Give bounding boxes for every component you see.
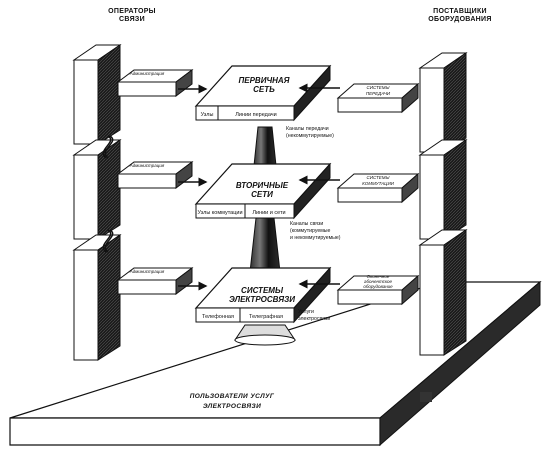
svg-text:Каналы передачи: Каналы передачи: [286, 126, 329, 132]
users-base-platform: ПОЛЬЗОВАТЕЛИ УСЛУГ ЭЛЕКТРОСВЯЗИ: [9, 280, 542, 447]
svg-text:СИСТЕМЫ: СИСТЕМЫ: [241, 286, 284, 295]
level-2-cell-2: Линии и сети: [252, 210, 285, 216]
level-2-platform: ВТОРИЧНЫЕ СЕТИ Узлы коммутации Линии и с…: [194, 162, 332, 220]
level-2-left-box: Администрация: [116, 161, 194, 189]
level-1: Администрация ПЕРВИЧНАЯ СЕТЬ Узлы Линии …: [116, 64, 420, 139]
level-2: Администрация ВТОРИЧНЫЕ СЕТИ Узлы коммут…: [116, 161, 420, 241]
svg-text:электросвязи: электросвязи: [298, 316, 330, 322]
svg-text:СЕТИ: СЕТИ: [251, 190, 273, 199]
left-wall-3: [72, 234, 122, 361]
level-1-cell-1: Узлы: [201, 112, 214, 118]
level-3-cell-1: Телефонная: [202, 314, 234, 320]
svg-text:Каналы связи: Каналы связи: [290, 221, 323, 227]
level-3-cell-2: Телеграфная: [249, 314, 283, 320]
level-3-platform: СИСТЕМЫ ЭЛЕКТРОСВЯЗИ Телефонная Телеграф…: [194, 266, 332, 324]
svg-text:ПОСТАВЩИКИ: ПОСТАВЩИКИ: [433, 8, 487, 15]
svg-text:ПЕРЕДАЧИ: ПЕРЕДАЧИ: [366, 91, 391, 96]
svg-text:ОБОРУДОВАНИЯ: ОБОРУДОВАНИЯ: [428, 16, 491, 23]
svg-text:СЕТЬ: СЕТЬ: [253, 85, 275, 94]
svg-text:СИСТЕМЫ: СИСТЕМЫ: [366, 175, 389, 180]
svg-text:Оконечное: Оконечное: [367, 274, 390, 279]
svg-text:КОММУТАЦИИ: КОММУТАЦИИ: [362, 181, 395, 186]
left-wall-1: [72, 44, 122, 145]
svg-text:Администрация: Администрация: [129, 163, 165, 168]
level-1-platform: ПЕРВИЧНАЯ СЕТЬ Узлы Линии передачи: [194, 64, 332, 122]
base-label-line1: ПОЛЬЗОВАТЕЛИ УСЛУГ: [190, 393, 275, 400]
level-3-left-box: Администрация: [116, 267, 194, 295]
svg-text:и некоммутируемые): и некоммутируемые): [290, 235, 341, 241]
right-column-header: ПОСТАВЩИКИ ОБОРУДОВАНИЯ: [428, 8, 491, 23]
right-wall-1: [418, 52, 468, 153]
svg-text:(коммутируемые: (коммутируемые: [290, 228, 331, 234]
level-3: Администрация СИСТЕМЫ ЭЛЕКТРОСВЯЗИ Телеф…: [116, 266, 420, 324]
svg-text:оборудование: оборудование: [363, 284, 393, 289]
level-2-caption: Каналы связи (коммутируемые и некоммутир…: [290, 221, 341, 241]
pillar-lower: [234, 324, 296, 346]
svg-text:ВТОРИЧНЫЕ: ВТОРИЧНЫЕ: [236, 181, 289, 190]
right-wall-3: [418, 229, 468, 356]
svg-text:ПЕРВИЧНАЯ: ПЕРВИЧНАЯ: [238, 76, 289, 85]
svg-text:Услуги: Услуги: [298, 309, 314, 315]
left-column-header: ОПЕРАТОРЫ СВЯЗИ: [108, 8, 156, 23]
svg-text:Администрация: Администрация: [129, 71, 165, 76]
svg-text:СВЯЗИ: СВЯЗИ: [119, 16, 145, 23]
level-1-left-box: Администрация: [116, 69, 194, 97]
level-2-right-box: СИСТЕМЫ КОММУТАЦИИ: [336, 172, 420, 204]
level-1-right-box: СИСТЕМЫ ПЕРЕДАЧИ: [336, 82, 420, 114]
level-1-cell-2: Линии передачи: [235, 112, 277, 118]
left-wall-2: [72, 139, 122, 240]
level-1-caption: Каналы передачи (некоммутируемые): [286, 126, 334, 139]
level-3-caption: Услуги электросвязи: [298, 309, 330, 322]
svg-text:абонентское: абонентское: [364, 279, 393, 284]
svg-text:Администрация: Администрация: [129, 269, 165, 274]
left-wall-connectors: [102, 135, 114, 253]
right-wall-2: [418, 139, 468, 240]
level-2-cell-1: Узлы коммутации: [197, 210, 242, 216]
base-label-line2: ЭЛЕКТРОСВЯЗИ: [203, 403, 261, 410]
svg-text:ЭЛЕКТРОСВЯЗИ: ЭЛЕКТРОСВЯЗИ: [229, 295, 295, 304]
svg-text:ОПЕРАТОРЫ: ОПЕРАТОРЫ: [108, 8, 156, 15]
svg-text:СИСТЕМЫ: СИСТЕМЫ: [366, 85, 389, 90]
svg-text:(некоммутируемые): (некоммутируемые): [286, 133, 334, 139]
level-3-right-box: Оконечное абонентское оборудование: [336, 274, 420, 306]
